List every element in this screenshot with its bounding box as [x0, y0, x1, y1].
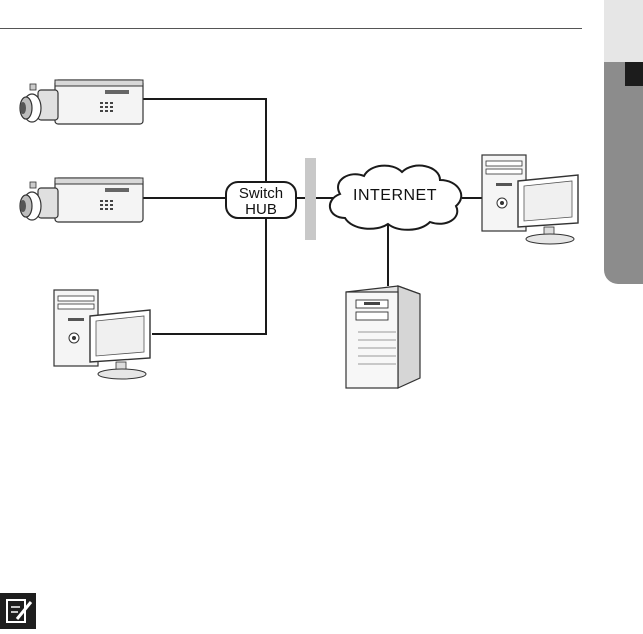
remote-pc — [482, 155, 578, 244]
server-tower — [346, 286, 420, 388]
switch-hub-label-line1: Switch — [226, 186, 296, 202]
camera-1 — [20, 80, 143, 124]
client-pc-link — [152, 216, 266, 334]
pencil-note-icon — [0, 593, 36, 629]
firewall-bar — [305, 158, 316, 240]
switch-hub-label-line2: HUB — [226, 202, 296, 218]
internet-label: INTERNET — [340, 187, 450, 205]
camera-2 — [20, 178, 143, 222]
camera1-link — [132, 99, 266, 184]
switch-hub-label: Switch HUB — [226, 186, 296, 218]
local-pc — [54, 290, 150, 379]
